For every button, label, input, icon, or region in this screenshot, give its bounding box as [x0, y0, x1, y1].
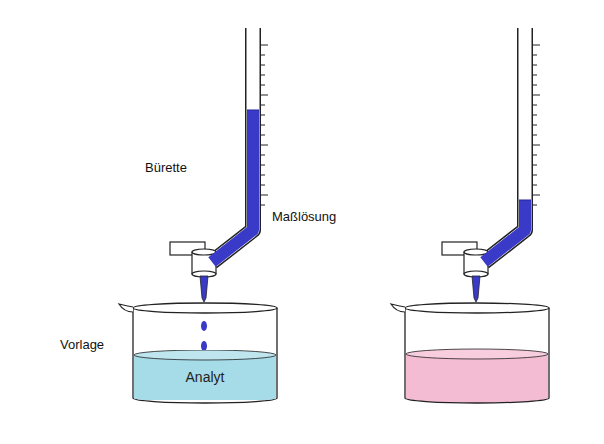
- titrant-label: Maßlösung: [272, 209, 336, 224]
- analyte-liquid: Analyt: [134, 350, 276, 400]
- receiver-label: Vorlage: [60, 337, 104, 352]
- burette-label: Bürette: [145, 160, 187, 175]
- liquid-label: Analyt: [134, 369, 276, 385]
